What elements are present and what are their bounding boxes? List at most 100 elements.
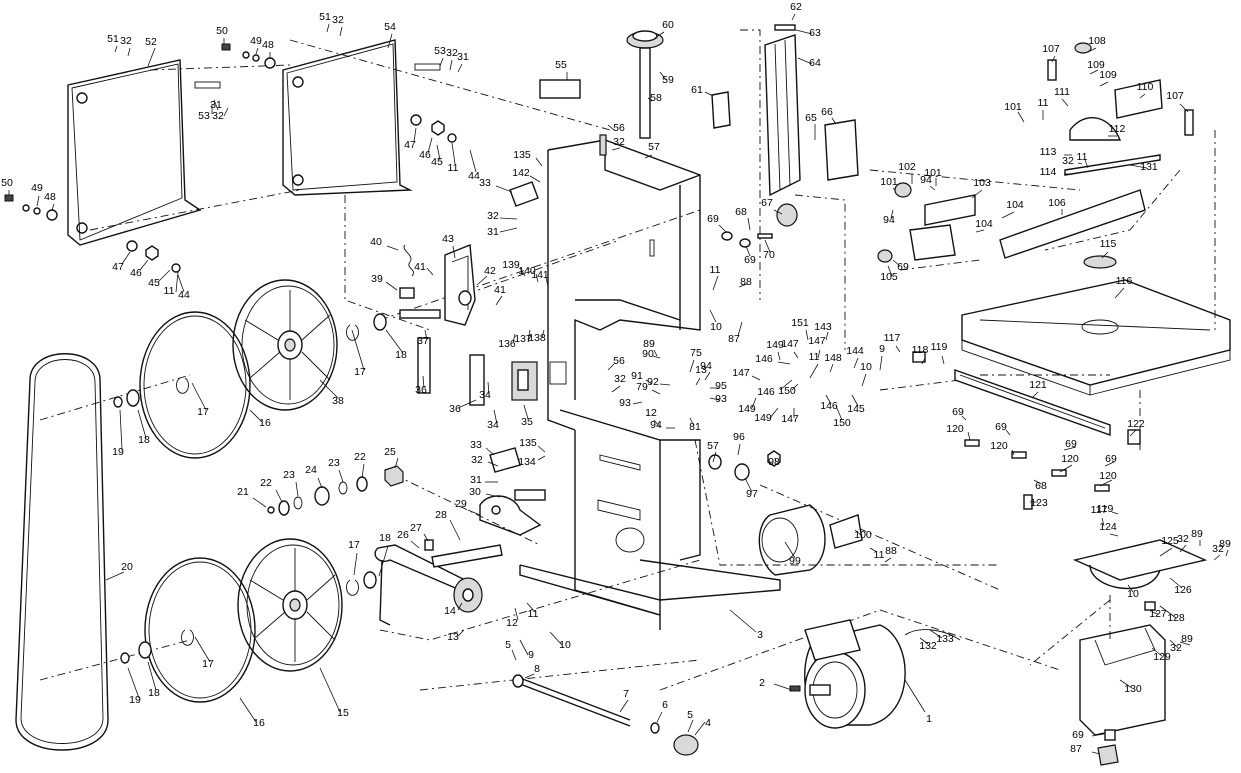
leader-line <box>890 209 894 219</box>
part-number-label: 118 <box>912 344 929 356</box>
leader-line <box>239 697 257 723</box>
part-number-label: 142 <box>512 167 530 179</box>
part-number-label: 57 <box>707 440 719 452</box>
callout-labels: 1234556789910101010111111111111111112121… <box>1 1 1231 755</box>
part-number-label: 29 <box>455 498 467 510</box>
leader-line <box>656 711 663 723</box>
callout-c48a: 48 <box>44 191 56 211</box>
callout-c110: 110 <box>1137 81 1154 99</box>
leader-line <box>892 187 896 191</box>
callout-c144: 144 <box>846 345 864 369</box>
leader-line <box>512 333 516 344</box>
part-number-label: 69 <box>707 213 719 225</box>
callout-c53a: 53 <box>434 45 446 67</box>
upper-tire <box>139 311 251 459</box>
callout-c37: 37 <box>417 329 429 347</box>
leader-line <box>747 217 751 231</box>
callout-c104b: 104 <box>975 218 993 233</box>
leader-line <box>1099 81 1109 87</box>
part-number-label: 62 <box>790 1 802 13</box>
leader-line <box>1109 533 1119 537</box>
leader-line <box>853 357 859 369</box>
part-number-label: 110 <box>1137 81 1154 93</box>
callout-c116: 116 <box>1114 275 1133 299</box>
part-number-label: 94 <box>700 360 712 372</box>
callout-c17d: 17 <box>348 539 360 576</box>
leader-line <box>275 489 283 503</box>
leader-line <box>175 271 179 293</box>
leader-line <box>647 97 653 102</box>
part-number-label: 49 <box>31 182 43 194</box>
callout-c34a: 34 <box>479 381 491 401</box>
part-number-label: 92 <box>647 376 659 388</box>
leader-line <box>1151 647 1163 657</box>
callout-c150b: 150 <box>778 383 799 397</box>
part-number-label: 147 <box>808 335 826 347</box>
callout-c93a: 93 <box>619 397 643 409</box>
leader-line <box>737 321 743 337</box>
part-number-label: 17 <box>202 658 214 670</box>
part-number-label: 79 <box>636 381 648 393</box>
part-number-label: 87 <box>1070 743 1082 755</box>
leader-line <box>499 227 518 233</box>
leader-line <box>1005 429 1011 436</box>
leader-line <box>1089 69 1099 75</box>
part-number-label: 117 <box>1091 504 1108 516</box>
part-number-label: 11 <box>874 549 885 561</box>
part-number-label: 119 <box>1097 503 1114 515</box>
lower-rod <box>512 674 699 756</box>
part-number-label: 122 <box>1127 418 1145 430</box>
leader-line <box>607 363 615 371</box>
leader-line <box>851 394 859 407</box>
callout-c95: 95 <box>710 380 727 392</box>
part-number-label: 47 <box>112 261 124 273</box>
part-number-label: 4 <box>705 717 711 729</box>
callout-c118: 118 <box>912 344 929 365</box>
part-number-label: 105 <box>880 271 898 283</box>
callout-c106: 106 <box>1048 197 1066 215</box>
part-number-label: 131 <box>1140 161 1158 173</box>
leader-line <box>1179 641 1191 646</box>
leader-line <box>457 629 465 637</box>
callout-c138: 138 <box>528 329 546 344</box>
part-number-label: 132 <box>919 640 937 652</box>
leader-line <box>773 683 793 691</box>
leader-line <box>527 329 531 341</box>
leader-line <box>1179 103 1189 113</box>
leader-line <box>773 209 783 215</box>
part-number-label: 17 <box>197 406 209 418</box>
part-number-label: 149 <box>766 339 784 351</box>
part-number-label: 139 <box>502 259 520 271</box>
callout-c117a: 117 <box>884 332 901 353</box>
door-hardware <box>4 43 457 273</box>
part-number-label: 32 <box>1177 533 1189 545</box>
callout-c146b: 146 <box>757 379 793 398</box>
callout-c107a: 107 <box>1042 43 1060 63</box>
callout-c96: 96 <box>733 431 745 456</box>
part-number-label: 103 <box>973 177 991 189</box>
leader-line <box>1111 511 1119 515</box>
part-number-label: 32 <box>487 210 499 222</box>
leader-line <box>1031 391 1039 399</box>
leader-line <box>829 363 834 373</box>
part-number-label: 150 <box>833 417 851 429</box>
part-number-label: 128 <box>1167 612 1185 624</box>
part-number-label: 109 <box>1099 69 1117 81</box>
callout-c87a: 87 <box>728 321 743 345</box>
part-number-label: 40 <box>370 236 382 248</box>
leader-line <box>651 389 661 395</box>
callout-c128: 128 <box>1159 605 1185 624</box>
callout-c25: 25 <box>384 446 399 469</box>
part-number-label: 94 <box>883 214 895 226</box>
part-number-label: 111 <box>1054 86 1070 98</box>
callout-c69h: 69 <box>1072 729 1105 741</box>
part-number-label: 116 <box>1116 275 1133 287</box>
part-number-label: 126 <box>1174 584 1192 596</box>
leader-line <box>426 267 434 276</box>
callout-c2: 2 <box>759 677 793 691</box>
leader-line <box>1139 93 1146 99</box>
callout-c70: 70 <box>763 239 775 261</box>
part-number-label: 124 <box>1099 521 1117 533</box>
leader-line <box>1225 549 1229 557</box>
callout-c53b: 53 <box>198 104 213 122</box>
